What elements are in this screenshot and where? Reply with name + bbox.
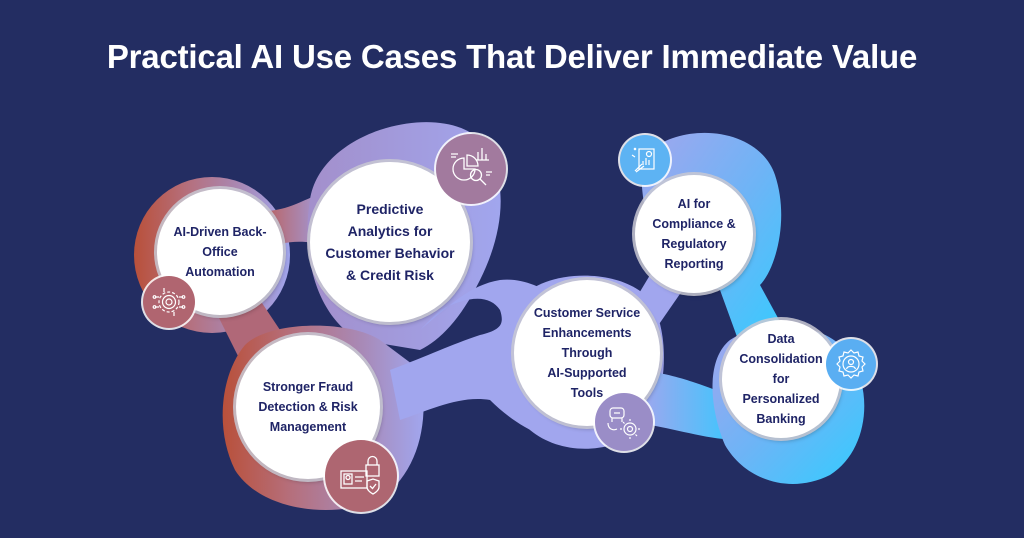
badge-customer-service [595,393,653,451]
node-label: Data Consolidation for Personalized Bank… [739,332,823,426]
node-customer-service: Customer Service Enhancements Through AI… [514,280,660,426]
connector-service-data [640,370,740,440]
node-label: Stronger Fraud Detection & Risk Manageme… [258,380,358,434]
id-card-lock-icon [340,455,380,495]
badge-predictive [436,134,506,204]
page-title: Practical AI Use Cases That Deliver Imme… [106,38,918,75]
node-predictive-analytics: Predictive Analytics for Customer Behavi… [310,162,470,322]
node-data-consolidation: Data Consolidation for Personalized Bank… [722,320,840,438]
badge-compliance [620,135,670,185]
badge-fraud [325,440,397,512]
node-label: AI-Driven Back- Office Automation [173,225,267,279]
badge-back-office [143,276,195,328]
badge-data [826,339,876,389]
report-document-icon [631,147,655,173]
node-label: Customer Service Enhancements Through AI… [533,306,641,400]
node-label: Predictive Analytics for Customer Behavi… [325,201,455,283]
robot-gear-icon [607,407,640,439]
node-compliance-reporting: AI for Compliance & Regulatory Reporting [635,175,753,293]
analytics-magnifier-icon [451,148,492,186]
node-label: AI for Compliance & Regulatory Reporting [652,197,736,271]
gear-user-icon [836,349,866,379]
circuit-chip-icon [152,288,186,316]
